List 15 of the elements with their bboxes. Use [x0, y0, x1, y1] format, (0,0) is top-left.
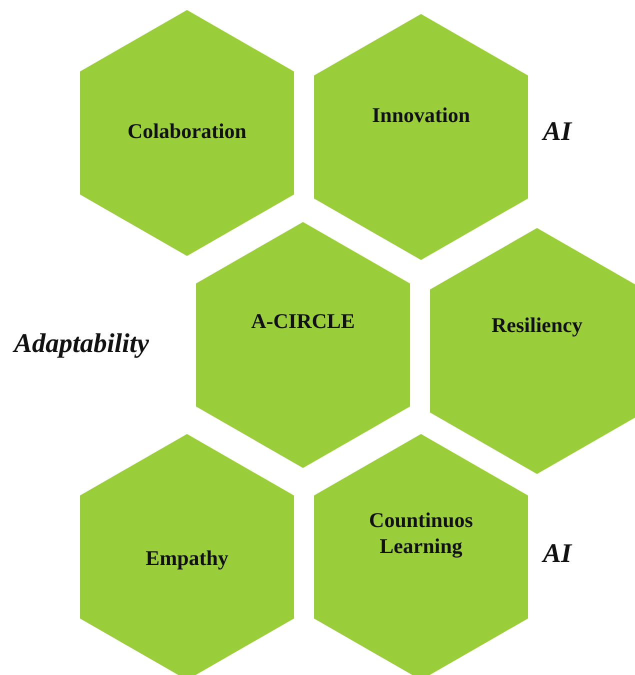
hexagon — [80, 434, 294, 675]
node-label: Countinuos Learning — [368, 507, 474, 560]
hexagon — [314, 434, 528, 675]
node-label: Resiliency — [492, 312, 582, 338]
side-label: Adaptability — [14, 328, 149, 359]
side-label: AI — [543, 538, 572, 569]
hexagon — [430, 228, 635, 474]
node-label: Innovation — [372, 102, 470, 128]
hexagon — [80, 10, 294, 256]
node-label: Colaboration — [127, 118, 246, 144]
side-label: AI — [543, 116, 572, 147]
node-label: A-CIRCLE — [251, 308, 355, 334]
hexagon — [196, 222, 410, 468]
node-label: Empathy — [146, 545, 228, 572]
hexagon — [314, 14, 528, 260]
